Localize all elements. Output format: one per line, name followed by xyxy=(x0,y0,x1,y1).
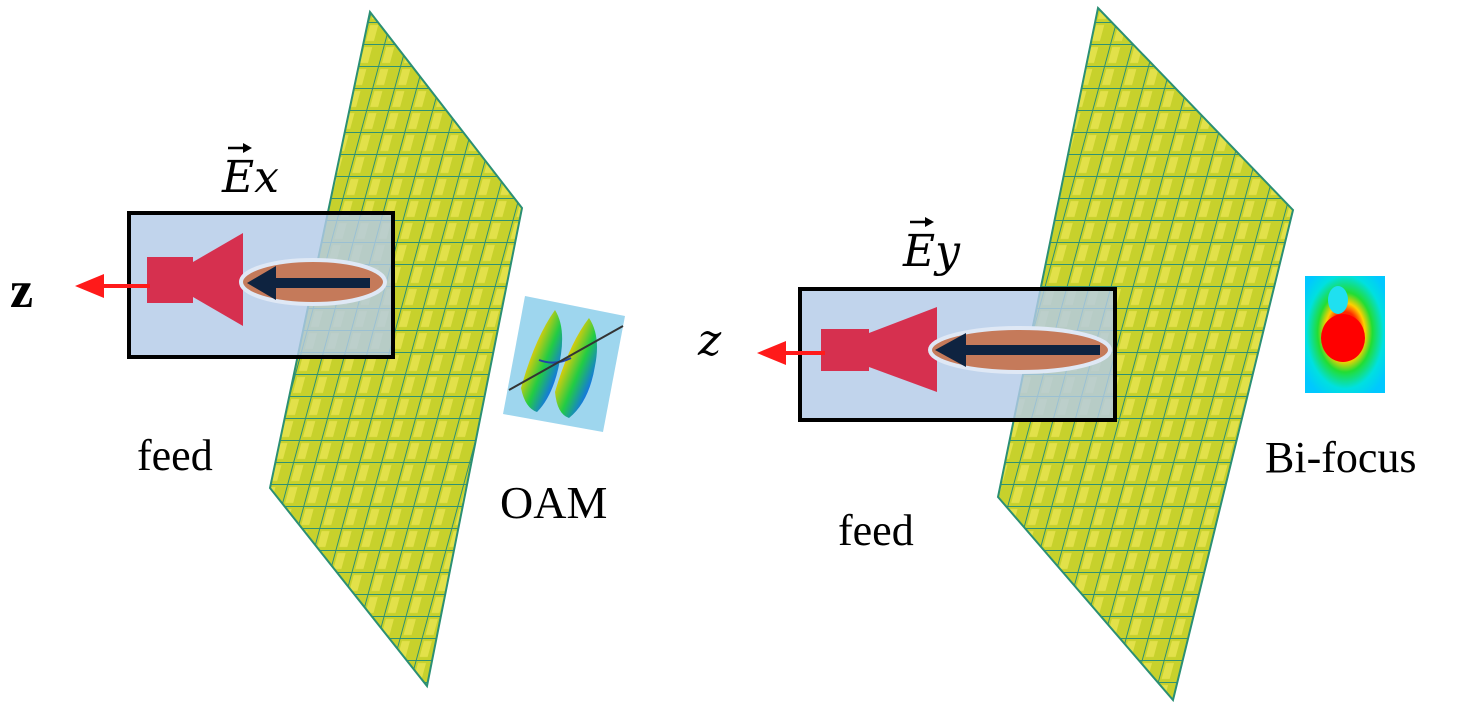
right-output-label: Bi-focus xyxy=(1265,433,1417,482)
left-field-label: Ex xyxy=(221,152,279,203)
left-axis-label: z xyxy=(10,262,33,319)
left-panel: z Ex feed OAM xyxy=(10,9,625,689)
left-feed-label: feed xyxy=(137,431,213,480)
right-horn-antenna xyxy=(821,307,937,392)
right-field-label: Ey xyxy=(902,226,961,277)
left-field-arrow-icon xyxy=(247,266,370,300)
left-output-label: OAM xyxy=(500,477,607,528)
left-z-axis-arrow-icon xyxy=(75,274,150,298)
right-z-axis-arrow-icon xyxy=(757,341,825,365)
bi-focus-heatmap-icon xyxy=(1305,276,1385,393)
right-field-label-group: Ey xyxy=(902,217,961,277)
right-axis-label: z xyxy=(697,315,722,366)
left-field-label-group: Ex xyxy=(221,143,279,203)
oam-vortex-beam-icon xyxy=(503,296,625,432)
right-panel: z Ey feed Bi-focus xyxy=(697,5,1417,703)
right-field-arrow-icon xyxy=(935,333,1100,367)
left-horn-antenna xyxy=(147,233,243,326)
right-feed-label: feed xyxy=(838,506,914,555)
